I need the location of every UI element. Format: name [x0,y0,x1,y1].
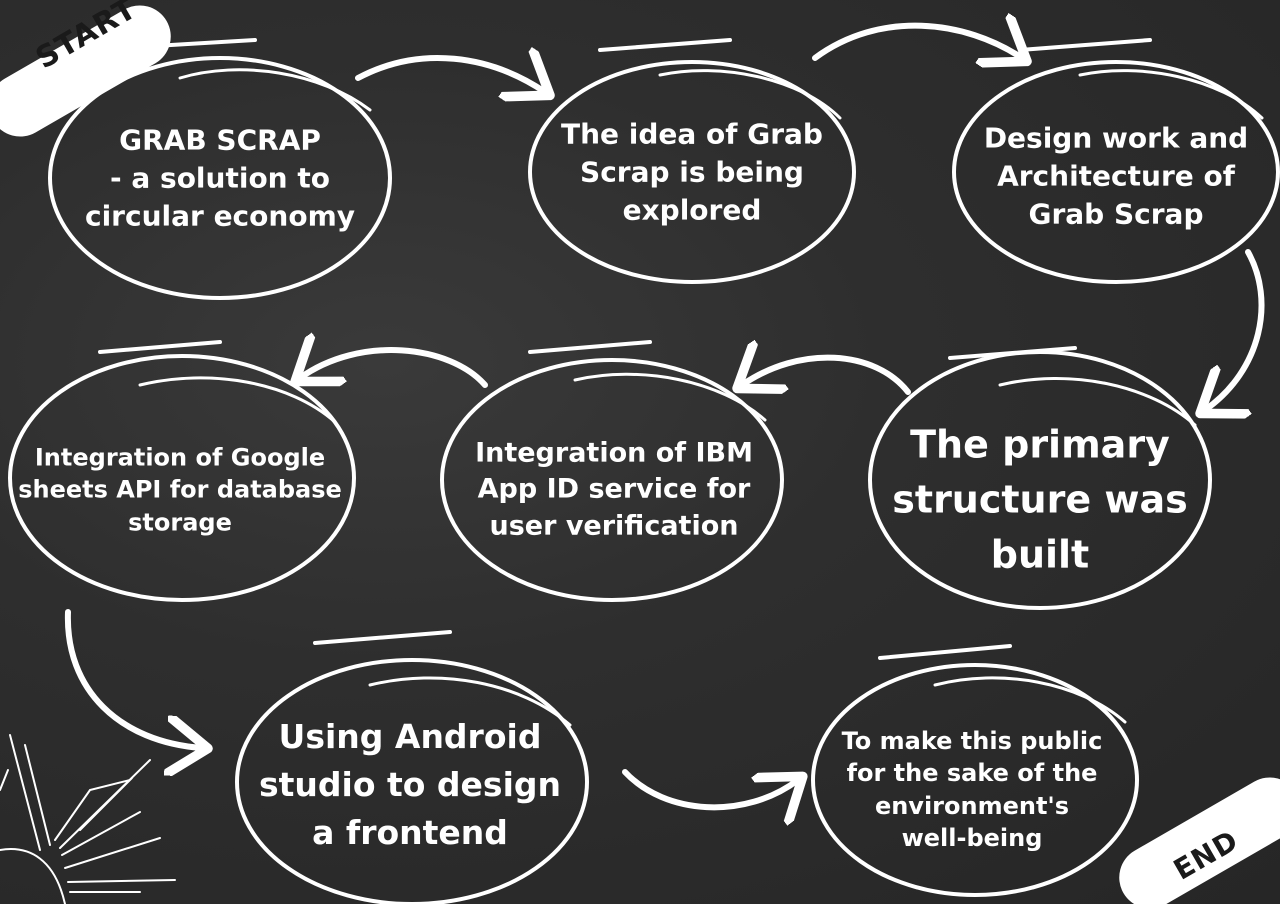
end-pill [1119,777,1280,904]
node-design-architecture: Design work and Architecture of Grab Scr… [983,121,1249,230]
node-android-frontend: Using Android studio to design a fronten… [258,717,561,852]
ellipse-make-public [811,644,1139,897]
sunburst-doodle [0,734,176,904]
node-grab-scrap-solution: GRAB SCRAP - a solution to circular econ… [84,123,355,232]
ellipse-ibm-app-id [440,340,784,602]
node-primary-structure: The primary structure was built [892,422,1188,577]
ellipse-primary-structure [868,346,1212,610]
node-ibm-app-id: Integration of IBM App ID service for us… [475,437,753,542]
node-idea-explored: The idea of Grab Scrap is being explored [561,117,823,226]
arrow-7-to-8 [622,769,798,807]
node-google-sheets-api: Integration of Google sheets API for dat… [18,443,342,537]
ellipse-design-architecture [952,38,1280,284]
start-pill [0,5,171,137]
ellipse-android-frontend [235,630,589,904]
arrow-4-to-5 [742,358,911,395]
arrow-1-to-2 [355,58,545,92]
arrow-2-to-3 [812,26,1022,58]
arrow-3-to-4 [1205,249,1265,410]
arrow-6-to-7 [64,609,202,748]
ellipse-idea-explored [528,38,856,284]
arrow-5-to-6 [300,350,488,388]
ellipse-google-sheets-api [8,340,356,602]
node-make-public: To make this public for the sake of the … [841,727,1103,853]
ellipse-grab-scrap-solution [48,38,392,300]
